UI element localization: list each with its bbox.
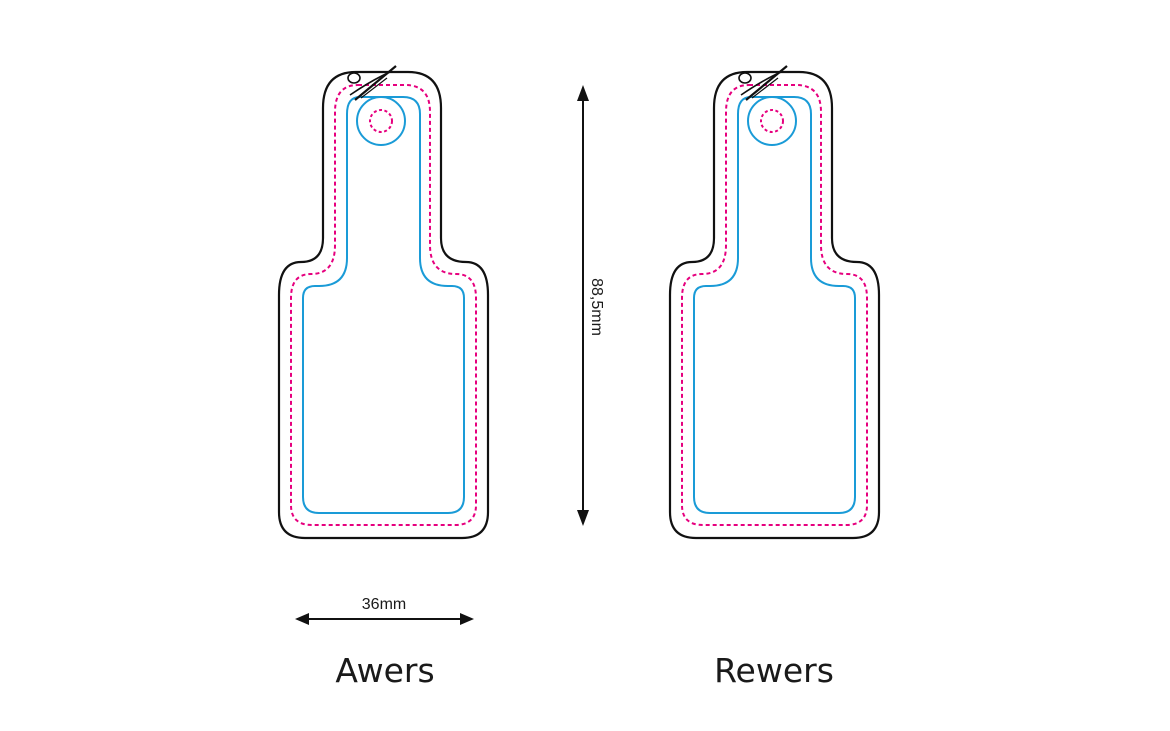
height-arrow-head-bottom xyxy=(577,510,589,526)
print-area-outline xyxy=(693,96,856,514)
key-ring-icon xyxy=(347,65,397,101)
width-arrow-head-right xyxy=(460,613,474,625)
front-side-label: Awers xyxy=(335,651,434,690)
key-ring-icon xyxy=(738,65,788,101)
safe-zone-outline xyxy=(681,84,868,526)
back-side-label: Rewers xyxy=(714,651,834,690)
ring-hole-outer xyxy=(747,96,797,146)
safe-zone-outline xyxy=(290,84,477,526)
width-arrow-head-left xyxy=(295,613,309,625)
cut-line-outline xyxy=(668,70,881,540)
height-dimension: 88,5mm xyxy=(577,85,605,526)
ring-hole-outer xyxy=(356,96,406,146)
back-keychain xyxy=(668,65,881,540)
front-keychain xyxy=(277,65,490,540)
ring-hole-inner xyxy=(760,109,784,133)
width-label: 36mm xyxy=(362,596,406,613)
width-dimension: 36mm xyxy=(295,596,474,625)
height-label: 88,5mm xyxy=(588,278,605,336)
cut-line-outline xyxy=(277,70,490,540)
height-arrow-head-top xyxy=(577,85,589,101)
print-area-outline xyxy=(302,96,465,514)
ring-hole-inner xyxy=(369,109,393,133)
